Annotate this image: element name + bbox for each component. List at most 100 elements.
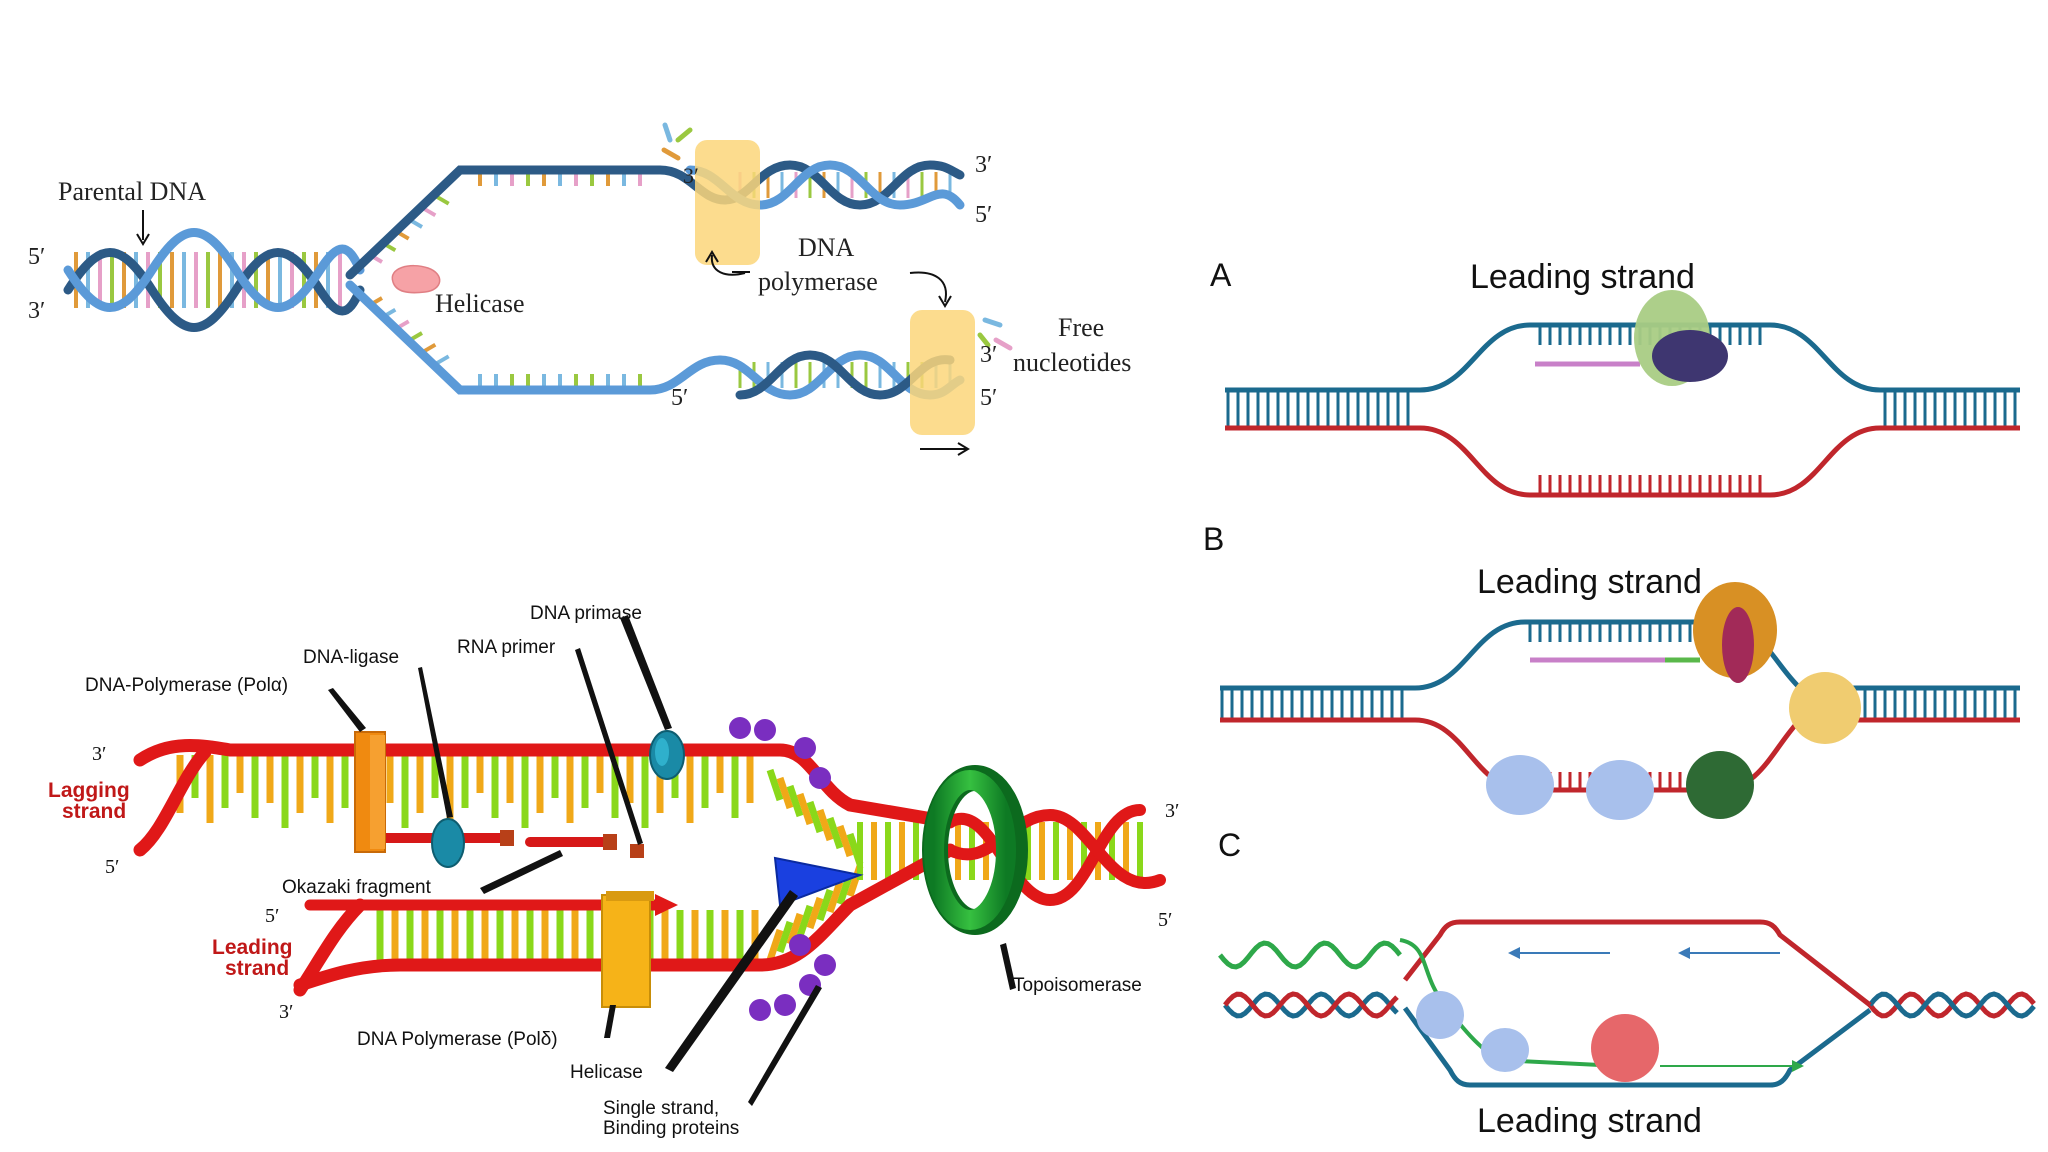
panel-c-leading-strand: Leading strand xyxy=(1477,1102,1702,1140)
label-dna-polymerase-2: polymerase xyxy=(758,267,878,296)
rung-fork-lower xyxy=(826,880,844,914)
ssb-protein xyxy=(729,717,751,739)
label-dna-primase: DNA primase xyxy=(530,603,642,624)
panel-replication-fork-detailed: DNA primase RNA primer DNA-ligase DNA-Po… xyxy=(48,603,1179,1139)
panel-c-arrowhead-left-2 xyxy=(1678,947,1690,959)
rung-fork-upper xyxy=(766,768,784,802)
pol-delta-box-top xyxy=(606,891,654,901)
free-nucleotides-lower xyxy=(977,317,1013,351)
label-lagging-1: Lagging xyxy=(48,779,130,802)
ssb-protein xyxy=(809,767,831,789)
panel-b-protein-dark-green xyxy=(1686,751,1754,819)
end-3-upper-right: 3′ xyxy=(975,152,992,178)
lagging-parental-strand xyxy=(133,739,957,829)
label-ssb-1: Single strand, xyxy=(603,1098,719,1119)
panel-c-protein-blue-1 xyxy=(1416,991,1464,1039)
leading-twist xyxy=(293,898,367,997)
ssb-proteins xyxy=(729,717,836,1021)
label-rna-primer: RNA primer xyxy=(457,637,556,658)
dna-primase-highlight xyxy=(655,738,669,766)
helicase-shape xyxy=(391,264,441,294)
end-5-lagging: 5′ xyxy=(105,856,119,878)
end-3-right: 3′ xyxy=(1165,800,1179,822)
rung-fork-upper xyxy=(786,784,804,818)
panel-a-top-strand xyxy=(1225,322,2020,393)
rung-fork-lower xyxy=(796,904,814,938)
primer-1 xyxy=(500,830,514,846)
ssb-protein xyxy=(789,934,811,956)
rung-fork-lower xyxy=(766,928,784,962)
panel-a-base-ticks xyxy=(1226,327,2017,493)
polymerase-arrowhead-left xyxy=(705,250,719,263)
label-ssb-2: Binding proteins xyxy=(603,1118,739,1139)
panel-c-arrowhead-right xyxy=(1792,1060,1804,1072)
label-helicase: Helicase xyxy=(435,289,525,318)
panel-c-red-helix-left xyxy=(1223,991,1399,1019)
lagging-twist xyxy=(133,745,212,857)
parental-helix-strand-light xyxy=(63,228,365,312)
panel-b-protein-magenta xyxy=(1722,607,1754,683)
rung-fork-lower xyxy=(806,896,824,930)
panel-a-leading-strand: Leading strand xyxy=(1470,258,1695,296)
panel-c-label: C xyxy=(1218,827,1241,863)
end-5-upper-right: 5′ xyxy=(975,202,992,228)
base-fork-upper xyxy=(435,194,450,206)
end-3-lagging: 3′ xyxy=(92,743,106,765)
label-lagging-2: strand xyxy=(62,800,126,823)
right-helix-strand-1 xyxy=(944,804,1146,907)
rung-fork-lower xyxy=(816,888,834,922)
panel-a-protein-purple xyxy=(1652,330,1728,382)
ssb-protein xyxy=(814,954,836,976)
end-5-lower-fork: 5′ xyxy=(671,385,688,411)
panel-a: A Leading strand xyxy=(1210,257,2020,498)
leading-parental-strand xyxy=(293,843,957,992)
end-5-right: 5′ xyxy=(1158,909,1172,931)
panel-a-bottom-strand xyxy=(1225,425,2020,498)
panel-c-lower-loop xyxy=(1402,1006,1872,1088)
polymerase-curve-arrow-right xyxy=(909,271,947,303)
polymerase-arrowhead-right xyxy=(938,295,952,308)
label-dna-ligase: DNA-ligase xyxy=(303,647,399,668)
base-fork-upper xyxy=(422,206,437,218)
dna-ligase-shape xyxy=(431,818,465,868)
label-okazaki: Okazaki fragment xyxy=(282,877,432,898)
label-pol-alpha: DNA-Polymerase (Polα) xyxy=(85,675,288,696)
label-topoisomerase: Topoisomerase xyxy=(1013,975,1142,996)
primer-3 xyxy=(630,844,644,858)
rung-fork-upper xyxy=(806,800,824,834)
lower-fork-strand xyxy=(345,280,725,395)
panel-replication-fork-overview: Parental DNA Helicase DNA polymerase Fre… xyxy=(28,122,1131,456)
label-pol-delta: DNA Polymerase (Polδ) xyxy=(357,1029,558,1050)
end-3-upper-fork: 3′ xyxy=(683,163,699,188)
free-nucleotides-upper xyxy=(661,122,693,161)
end-5-left-top: 5′ xyxy=(28,244,45,270)
parental-dna-arrowhead xyxy=(136,233,150,246)
rung-fork-upper xyxy=(816,808,834,842)
panel-c-arrowhead-left-1 xyxy=(1508,947,1520,959)
panel-b-label: B xyxy=(1203,521,1224,557)
topoisomerase-ring xyxy=(924,770,1016,930)
pol-alpha-box-front xyxy=(370,735,385,849)
dna-polymerase-upper xyxy=(695,140,760,265)
helicase-triangle xyxy=(773,856,864,907)
end-3-left-bottom: 3′ xyxy=(28,298,45,324)
ssb-protein xyxy=(754,719,776,741)
upper-daughter-strand-dark xyxy=(720,160,965,210)
direction-arrowhead xyxy=(957,442,970,456)
rung-fork-upper xyxy=(826,816,844,850)
end-3-lower-right: 3′ xyxy=(980,342,997,368)
end-5-leading: 5′ xyxy=(265,905,279,927)
panel-b-protein-blue-2 xyxy=(1586,760,1654,820)
panel-c-protein-blue-2 xyxy=(1481,1028,1529,1072)
end-3-leading: 3′ xyxy=(279,1001,293,1023)
panel-c-protein-red xyxy=(1591,1014,1659,1082)
leading-strand-arrowhead xyxy=(655,894,678,916)
label-dna-polymerase-1: DNA xyxy=(798,233,855,262)
dna-polymerase-lower xyxy=(910,310,975,435)
panel-c-upper-loop xyxy=(1403,919,1872,1007)
ssb-protein xyxy=(749,999,771,1021)
primer-2 xyxy=(603,834,617,850)
panel-b: B Leading strand xyxy=(1203,521,2020,820)
panel-c-green-helix xyxy=(1218,940,1402,970)
